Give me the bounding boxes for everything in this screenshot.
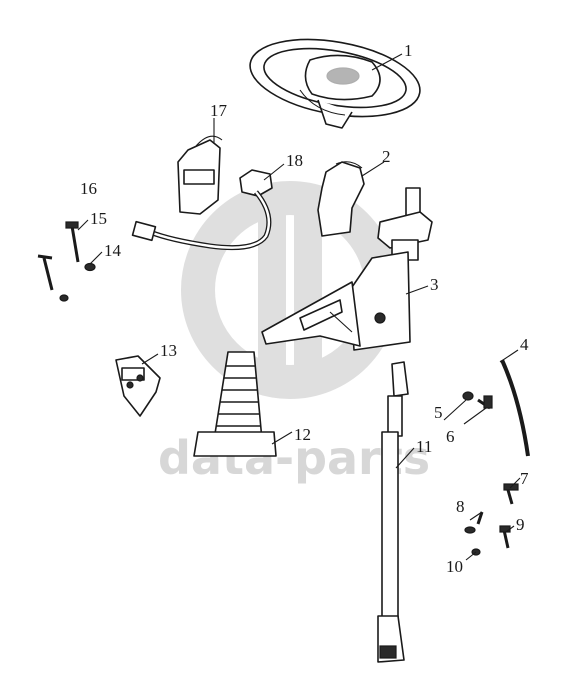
- callout-13: 13: [160, 341, 177, 360]
- wiring-harness-part: [131, 169, 273, 251]
- intermediate-shaft-part: [377, 361, 409, 663]
- callout-9: 9: [516, 515, 525, 534]
- callout-18: 18: [286, 151, 303, 170]
- callout-2: 2: [382, 147, 391, 166]
- steering-wheel-part: [249, 38, 421, 129]
- callout-4: 4: [520, 335, 529, 354]
- support-rod-part: [500, 359, 530, 457]
- callout-11: 11: [416, 437, 432, 456]
- callout-15: 15: [90, 209, 107, 228]
- fasteners-upper-part: [462, 391, 493, 410]
- callout-16: 16: [80, 179, 97, 198]
- callout-6: 6: [446, 427, 455, 446]
- callout-labels: 1 2 3 4 5 6 7 8 9 10 11 12 13 14 15 16 1…: [80, 41, 529, 576]
- callout-5: 5: [434, 403, 443, 422]
- callout-17: 17: [210, 101, 228, 120]
- steering-column-part: [261, 187, 433, 351]
- callout-3: 3: [430, 275, 439, 294]
- column-cover-part: [317, 161, 365, 237]
- callout-1: 1: [404, 41, 413, 60]
- callout-14: 14: [104, 241, 122, 260]
- callout-8: 8: [456, 497, 465, 516]
- callout-10: 10: [446, 557, 463, 576]
- bolt-set-part: [37, 221, 96, 302]
- rubber-boot-part: [193, 351, 277, 457]
- switch-housing-part: [177, 135, 223, 215]
- leader-lines: [77, 53, 521, 561]
- callout-7: 7: [520, 469, 529, 488]
- fasteners-lower-part: [464, 483, 519, 556]
- callout-12: 12: [294, 425, 311, 444]
- mounting-bracket-part: [115, 355, 161, 417]
